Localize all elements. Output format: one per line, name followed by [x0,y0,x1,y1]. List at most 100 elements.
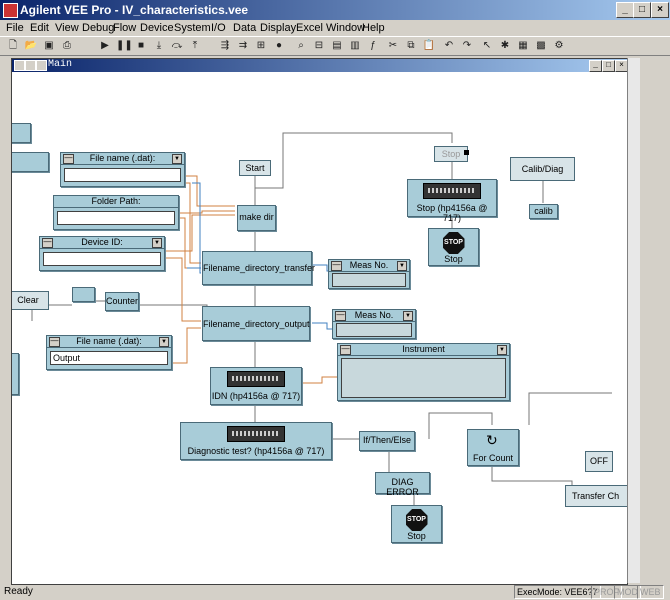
calib-object[interactable]: calib [529,204,558,219]
cut-icon[interactable]: ✂ [388,40,398,51]
undo-icon[interactable]: ↶ [444,40,454,51]
minimize-object-button[interactable]: — [63,153,74,164]
filename-directory-transfer-object[interactable]: Filename_directory_transfer [202,251,315,285]
file-name-input-box[interactable]: — File name (.dat): ▼ [60,152,185,187]
for-count-object[interactable]: ↻ For Count [467,429,519,466]
object-menu-button[interactable]: ▼ [172,154,182,164]
step-over-icon[interactable]: ⤼ [171,40,183,51]
menu-edit[interactable]: Edit [30,22,49,34]
run-icon[interactable]: ▶ [101,40,109,51]
open-folder-icon[interactable]: 📂 [24,40,38,51]
meas-no-display-1[interactable]: — Meas No. ▼ [328,259,410,289]
minimize-object-button[interactable]: — [331,260,342,271]
folder-path-field[interactable] [57,211,175,225]
calib-label: calib [534,206,553,216]
file-name-output-input-box[interactable]: — File name (.dat): ▼ Output [46,335,172,370]
file-name-2-field[interactable]: Output [50,351,168,365]
bookmark-icon[interactable]: ⊟ [314,40,324,51]
menu-window[interactable]: Window [326,22,366,34]
file-name-field[interactable] [64,168,181,182]
settings-icon[interactable]: ⚙ [554,40,564,51]
stop-device-object[interactable]: Stop (hp4156a @ 717) [407,179,497,223]
minimize-button[interactable]: _ [616,2,634,18]
make-dir-object[interactable]: make dir [237,205,276,231]
counter-object[interactable]: Counter [105,292,139,311]
find-icon[interactable]: ⌕ [298,40,304,51]
step-out-icon[interactable]: ⤒ [192,40,198,51]
partial-object-left-1[interactable] [12,123,31,143]
subwindow-maximize-button[interactable]: □ [602,60,615,72]
menu-io[interactable]: I/O [211,22,226,34]
calib-diag-button[interactable]: Calib/Diag [510,157,575,181]
menu-help[interactable]: Help [362,22,385,34]
if-then-else-object[interactable]: If/Then/Else [359,431,415,451]
partial-object-left-2[interactable] [12,152,49,172]
panel-view-icon[interactable]: ▤ [332,40,342,51]
off-toggle-button[interactable]: OFF [585,451,613,472]
menu-data[interactable]: Data [233,22,257,34]
stop-symbol-object[interactable]: STOP Stop [428,228,479,266]
menu-excel[interactable]: Excel [296,22,323,34]
stop-icon[interactable]: ■ [137,40,145,51]
execution-flow-icon[interactable]: ⇉ [238,40,248,51]
menu-display[interactable]: Display [260,22,297,34]
menu-flow[interactable]: Flow [113,22,137,34]
object-menu-button[interactable]: ▼ [497,345,507,355]
paste-icon[interactable]: 📋 [422,40,436,51]
subwindow-close-button[interactable]: × [615,60,627,72]
detail-view-icon[interactable]: ▥ [350,40,360,51]
meas-no-display-2[interactable]: — Meas No. ▼ [332,309,416,339]
menu-file[interactable]: File [6,22,24,34]
idn-device-object[interactable]: IDN (hp4156a @ 717) [210,367,302,405]
start-button[interactable]: Start [239,160,271,176]
show-data-flow-icon[interactable]: ⇶ [220,40,230,51]
menu-device[interactable]: Device [140,22,174,34]
layout-icon[interactable]: ▩ [536,40,546,51]
function-icon[interactable]: ƒ [370,40,376,51]
folder-path-input-box[interactable]: Folder Path: [53,195,179,230]
print-icon[interactable]: ⎙ [63,40,71,51]
diag-error-object[interactable]: DIAG ERROR [375,472,430,497]
object-menu-button[interactable]: ▼ [152,238,162,248]
maximize-button[interactable]: □ [633,2,651,18]
object-menu-button[interactable]: ▼ [397,261,407,271]
diagnostic-test-object[interactable]: Diagnostic test? (hp4156a @ 717) [180,422,332,460]
object-menu-button[interactable]: ▼ [159,337,169,347]
save-icon[interactable]: ▣ [44,40,54,51]
menu-debug[interactable]: Debug [82,22,115,34]
pause-icon[interactable]: ❚❚ [116,40,133,51]
stop-button[interactable]: Stop [434,146,468,162]
vertical-scrollbar[interactable] [627,58,640,583]
properties-icon[interactable]: ▦ [518,40,528,51]
menu-view[interactable]: View [55,22,79,34]
device-id-field[interactable] [43,252,161,266]
minimize-object-button[interactable]: — [49,336,60,347]
clear-label: Clear [17,295,39,305]
menu-system[interactable]: System [174,22,211,34]
pointer-icon[interactable]: ↖ [482,40,492,51]
device-id-input-box[interactable]: — Device ID: ▼ [39,236,165,271]
tools-icon[interactable]: ✱ [500,40,510,51]
small-constant-object[interactable] [72,287,95,302]
filename-directory-output-object[interactable]: Filename_directory_output [202,306,310,341]
subwindow-minimize-button[interactable]: _ [589,60,602,72]
instrument-display[interactable]: — Instrument ▼ [337,343,510,401]
step-into-icon[interactable]: ⤓ [156,40,162,51]
minimize-object-button[interactable]: — [340,344,351,355]
transfer-ch-button[interactable]: Transfer Ch [565,485,627,507]
minimize-object-button[interactable]: — [42,237,53,248]
instrument-label: Instrument [402,344,445,354]
clear-button[interactable]: Clear [12,291,49,310]
instrument-icon[interactable]: ⊞ [256,40,266,51]
program-canvas[interactable]: Clear — File name (.dat): ▼ Start Stop C… [12,73,627,584]
object-menu-button[interactable]: ▼ [403,311,413,321]
partial-object-left-3[interactable] [12,353,19,395]
redo-icon[interactable]: ↷ [462,40,472,51]
minimize-object-button[interactable]: — [335,310,346,321]
stop-symbol-object-2[interactable]: STOP Stop [391,505,442,543]
copy-icon[interactable]: ⧉ [407,40,415,51]
stop-device-label: Stop (hp4156a @ 717) [416,203,488,223]
globe-icon[interactable]: ● [275,40,283,51]
close-button[interactable]: × [651,2,669,18]
new-file-icon[interactable]: 🗋 [8,40,18,51]
